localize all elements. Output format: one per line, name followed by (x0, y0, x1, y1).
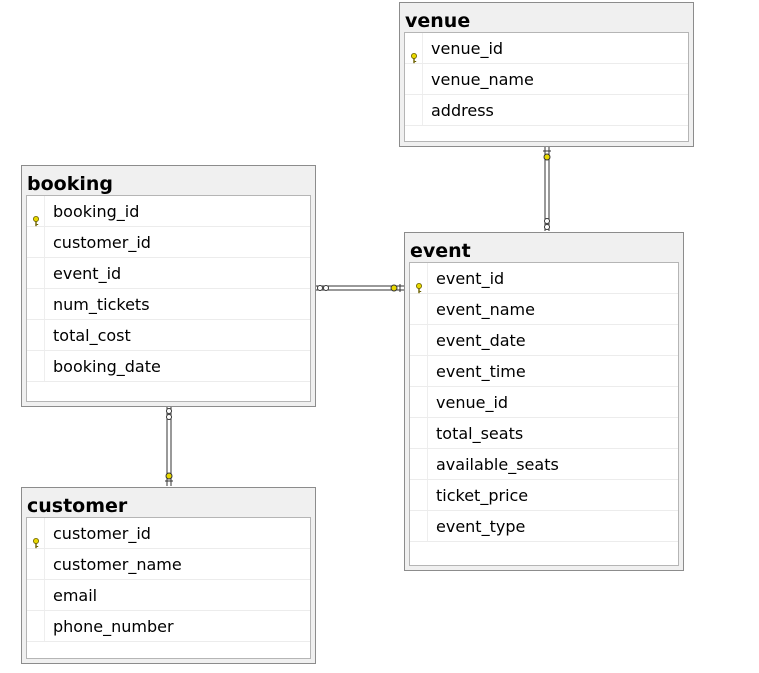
many-end-marker (166, 414, 172, 420)
column-name: num_tickets (53, 295, 150, 314)
column-name: venue_id (431, 39, 504, 58)
column-row[interactable]: customer_name (27, 549, 310, 580)
column-name: address (431, 101, 494, 120)
one-end-marker (390, 284, 398, 292)
column-name: total_cost (53, 326, 131, 345)
column-row[interactable]: booking_date (27, 351, 310, 382)
row-selector (27, 611, 45, 641)
row-selector (410, 387, 428, 417)
column-row[interactable]: phone_number (27, 611, 310, 642)
column-name: total_seats (436, 424, 524, 443)
row-selector (27, 580, 45, 610)
row-selector (27, 196, 45, 227)
row-selector (410, 325, 428, 355)
column-row[interactable]: customer_id (27, 518, 310, 549)
column-name: booking_id (53, 202, 140, 221)
column-row[interactable]: booking_id (27, 196, 310, 227)
table-title: event (410, 240, 471, 262)
many-end-marker (544, 218, 550, 224)
row-selector (410, 263, 428, 294)
column-row[interactable]: total_seats (410, 418, 678, 449)
column-row[interactable]: num_tickets (27, 289, 310, 320)
column-name: event_date (436, 331, 526, 350)
row-selector (410, 418, 428, 448)
column-name: booking_date (53, 357, 161, 376)
key-icon (415, 273, 423, 294)
row-selector (27, 320, 45, 350)
one-end-marker (165, 472, 173, 480)
row-selector (27, 258, 45, 288)
row-selector (27, 518, 45, 549)
column-row[interactable]: event_name (410, 294, 678, 325)
many-end-marker (317, 285, 323, 291)
column-row[interactable]: event_date (410, 325, 678, 356)
column-name: event_name (436, 300, 535, 319)
column-name: customer_id (53, 524, 151, 543)
column-row[interactable]: address (405, 95, 688, 126)
column-row[interactable]: venue_name (405, 64, 688, 95)
column-row[interactable]: email (27, 580, 310, 611)
column-name: venue_name (431, 70, 534, 89)
one-end-marker (543, 153, 551, 161)
row-selector (405, 64, 423, 94)
relationship-booking-event[interactable] (316, 284, 404, 292)
row-selector (27, 549, 45, 579)
column-row[interactable]: available_seats (410, 449, 678, 480)
column-name: customer_name (53, 555, 182, 574)
row-selector (410, 356, 428, 386)
many-end-marker (323, 285, 329, 291)
column-row[interactable]: event_type (410, 511, 678, 542)
column-row[interactable]: venue_id (405, 33, 688, 64)
row-selector (405, 95, 423, 125)
column-row[interactable]: event_id (410, 263, 678, 294)
row-selector (410, 449, 428, 479)
column-name: email (53, 586, 98, 605)
column-row[interactable]: customer_id (27, 227, 310, 258)
table-title: venue (405, 10, 471, 32)
column-name: customer_id (53, 233, 151, 252)
row-selector (27, 227, 45, 257)
row-selector (405, 33, 423, 64)
many-end-marker (544, 224, 550, 230)
column-name: venue_id (436, 393, 509, 412)
column-name: event_id (53, 264, 122, 283)
column-name: event_id (436, 269, 505, 288)
relationship-event-venue[interactable] (543, 146, 551, 231)
row-selector (27, 351, 45, 381)
column-name: phone_number (53, 617, 174, 636)
many-end-marker (166, 408, 172, 414)
table-title: booking (27, 173, 113, 195)
column-name: available_seats (436, 455, 559, 474)
column-list: booking_id customer_id event_id num_tickets… (26, 195, 311, 402)
column-name: ticket_price (436, 486, 529, 505)
column-row[interactable]: event_id (27, 258, 310, 289)
column-row[interactable]: venue_id (410, 387, 678, 418)
column-name: event_type (436, 517, 526, 536)
column-row[interactable]: ticket_price (410, 480, 678, 511)
relationship-booking-customer[interactable] (165, 406, 173, 486)
table-title: customer (27, 495, 128, 517)
row-selector (410, 294, 428, 324)
key-icon (32, 528, 40, 549)
column-row[interactable]: event_time (410, 356, 678, 387)
row-selector (410, 480, 428, 510)
row-selector (27, 289, 45, 319)
column-name: event_time (436, 362, 526, 381)
row-selector (410, 511, 428, 541)
key-icon (410, 43, 418, 64)
key-icon (32, 206, 40, 227)
column-row[interactable]: total_cost (27, 320, 310, 351)
